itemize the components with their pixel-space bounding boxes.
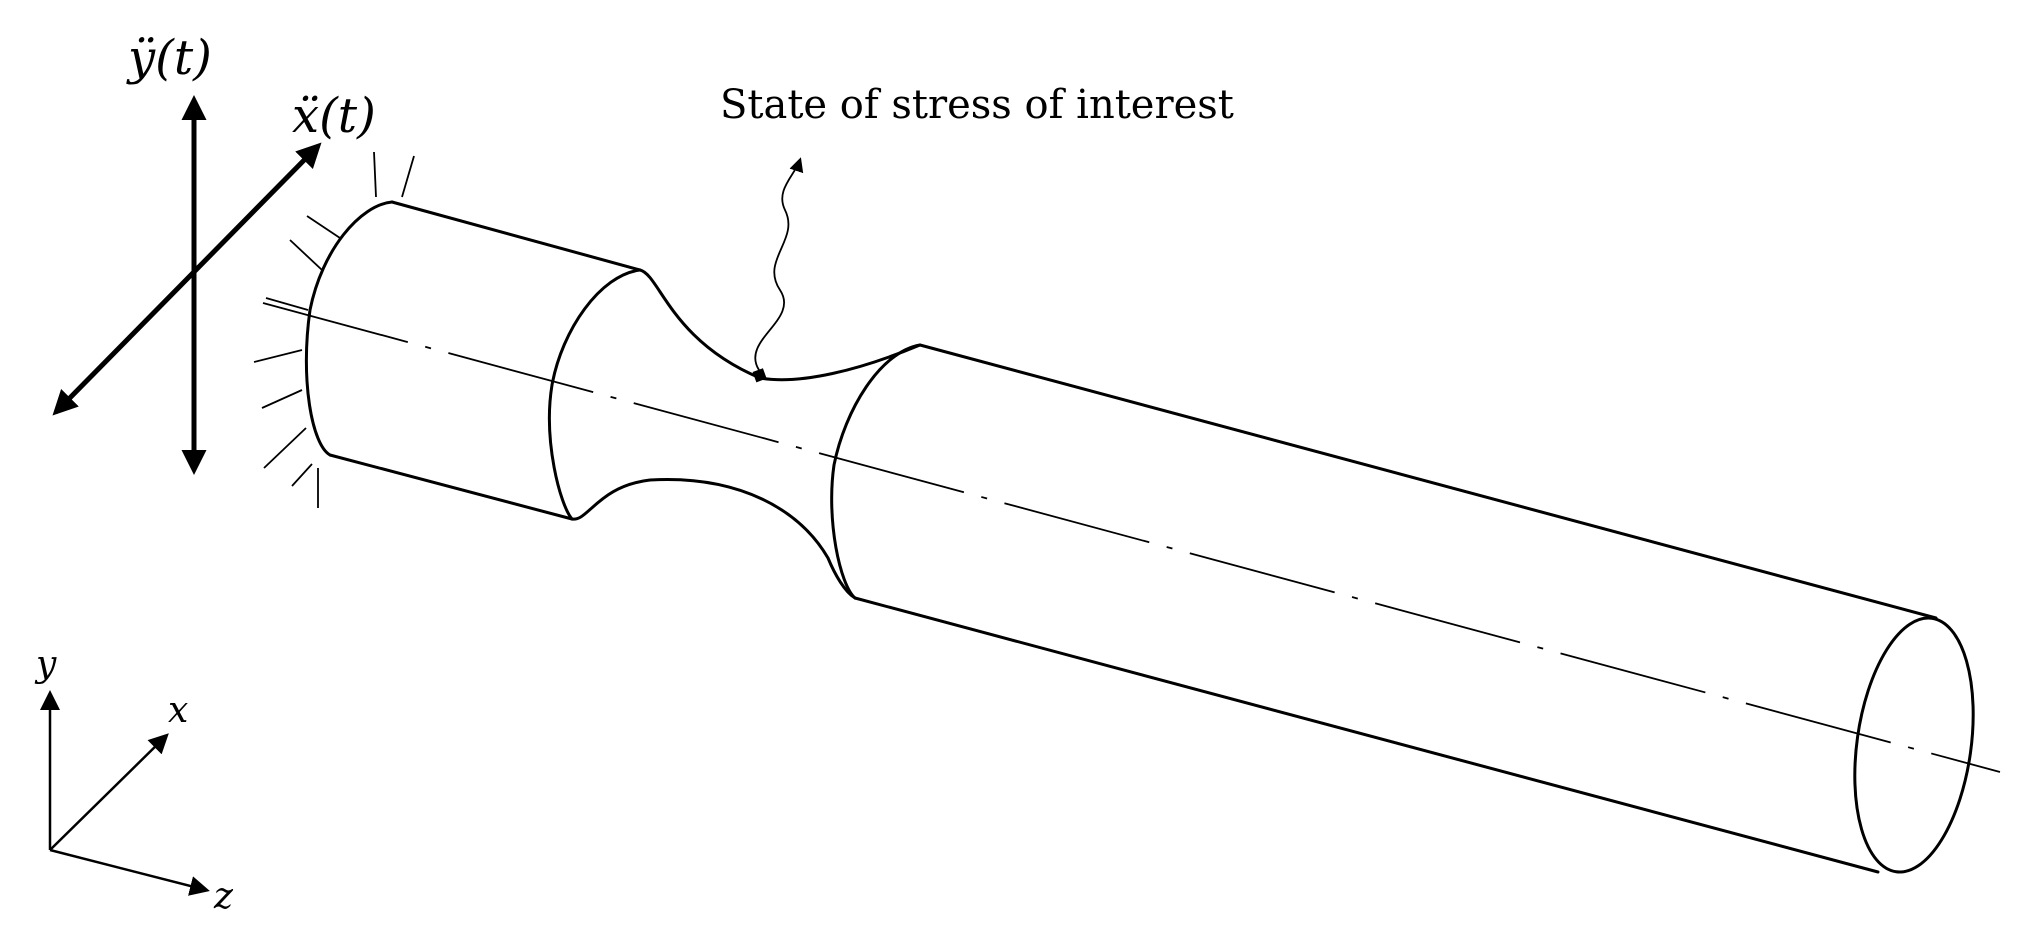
right-shoulder-edge <box>830 343 922 600</box>
right-end-face <box>1853 616 1975 874</box>
left-end-face <box>304 200 394 457</box>
z-axis-arrow <box>49 848 210 896</box>
center-line <box>262 302 2001 773</box>
coordinate-axes <box>40 690 210 896</box>
left-shoulder-edge <box>548 268 642 521</box>
annotation-leader <box>754 157 804 371</box>
axis-y-label: y <box>34 644 57 685</box>
left-section-outline <box>328 200 642 521</box>
stress-point-marker <box>752 368 767 383</box>
annotation-label: State of stress of interest <box>720 82 1234 128</box>
notch-upper-contour <box>638 268 922 382</box>
y-acceleration-label: ÿ(t) <box>126 30 212 86</box>
axis-z-label: z <box>213 876 234 917</box>
notch-lower-contour <box>570 478 857 600</box>
excitation-arrows <box>52 95 322 475</box>
x-acceleration-label: ẍ(t) <box>292 88 376 144</box>
right-section-outline <box>853 343 1938 874</box>
x-acceleration-arrow <box>52 142 322 416</box>
axis-x-label: x <box>168 690 188 731</box>
specimen <box>304 200 1975 874</box>
x-axis-arrow <box>49 733 169 851</box>
